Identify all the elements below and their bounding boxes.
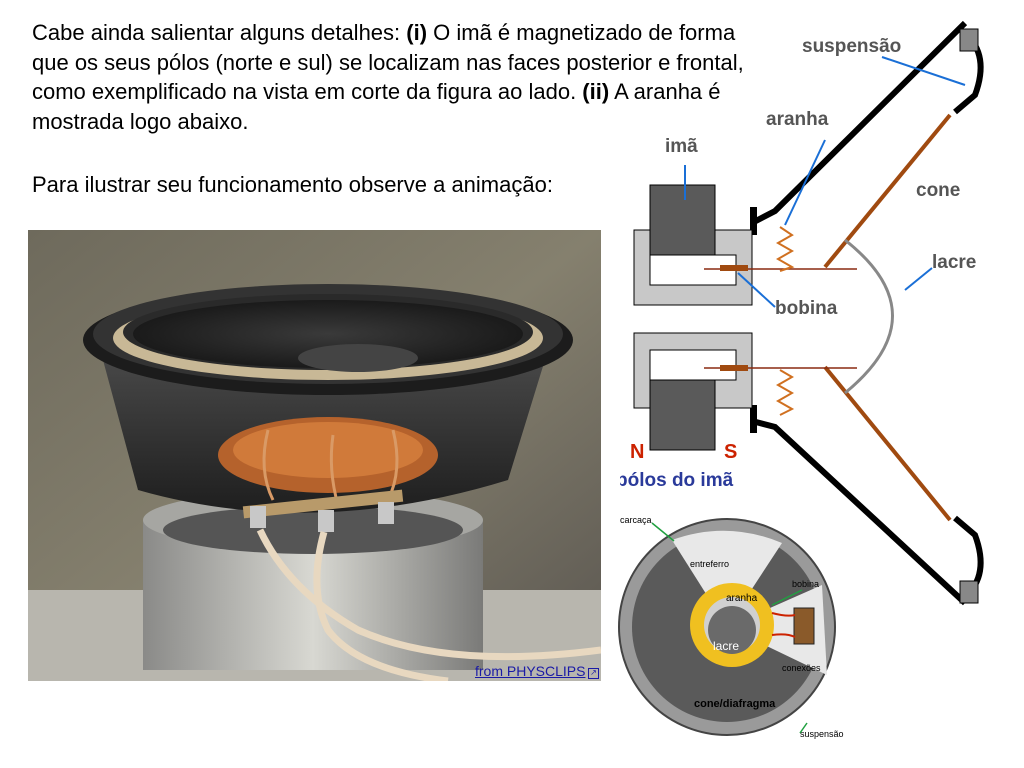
connector-block xyxy=(793,607,815,645)
cs-label-entreferro: entreferro xyxy=(690,559,729,569)
polos-caption: pólos do imã xyxy=(620,470,734,491)
pole-south-label: S xyxy=(724,441,737,463)
leader-aranha xyxy=(784,139,826,226)
suspension-block-top xyxy=(959,28,979,52)
magnet-top xyxy=(649,184,716,256)
speaker-cutaway-diagram: suspensão aranha imã cone lacre bobina N… xyxy=(620,20,984,606)
frame-post-top xyxy=(750,207,757,235)
magnet-bottom xyxy=(649,379,716,451)
marker-ii: (ii) xyxy=(582,79,610,104)
cs-label-conexoes: conexões xyxy=(782,663,821,673)
label-ima: imã xyxy=(665,136,698,157)
spider-top xyxy=(775,226,795,272)
pole-north-label: N xyxy=(630,441,644,463)
speaker-frame-top xyxy=(750,20,968,226)
paragraph-text-1: Cabe ainda salientar alguns detalhes: xyxy=(32,20,407,45)
marker-i: (i) xyxy=(406,20,428,45)
speaker-cross-section: carcaça entreferro bobina aranha lacre c… xyxy=(618,515,844,739)
body-paragraph: Cabe ainda salientar alguns detalhes: (i… xyxy=(32,18,752,136)
physclips-credit-link[interactable]: from PHYSCLIPS xyxy=(475,663,586,679)
cs-leader-suspensao xyxy=(799,722,808,734)
leader-suspensao xyxy=(881,56,966,86)
cs-label-lacre: lacre xyxy=(713,639,739,653)
cutaway-light-wedge xyxy=(672,530,782,627)
cs-label-cone: cone/diafragma xyxy=(694,698,776,710)
voice-coil-bottom xyxy=(720,365,748,371)
external-link-icon[interactable]: ↗ xyxy=(588,668,599,679)
dust-cap xyxy=(844,238,894,395)
label-cone: cone xyxy=(916,180,960,201)
label-bobina: bobina xyxy=(775,298,838,319)
leader-bobina xyxy=(737,272,776,308)
speaker-photo xyxy=(28,230,601,681)
paragraph-text-2: O imã é magnetizado de forma que os seus… xyxy=(32,20,744,104)
connector-wires xyxy=(771,612,796,638)
leader-lacre xyxy=(904,267,933,291)
animation-intro-text: Para ilustrar seu funcionamento observe … xyxy=(32,172,553,197)
cs-label-bobina: bobina xyxy=(792,579,819,589)
speaker-frame-bottom xyxy=(751,418,968,606)
label-aranha: aranha xyxy=(766,109,829,130)
spider-bottom xyxy=(775,369,795,416)
label-lacre: lacre xyxy=(932,252,976,273)
label-suspensao: suspensão xyxy=(802,36,901,57)
dust-cap-circle xyxy=(708,606,756,654)
paragraph-text-3: A aranha é mostrada logo abaixo. xyxy=(32,79,721,134)
cs-label-aranha: aranha xyxy=(726,593,758,604)
cs-label-carcaca: carcaça xyxy=(620,515,652,525)
cone-line-bottom xyxy=(823,365,952,522)
suspension-block-bottom xyxy=(959,580,979,604)
voice-coil-top xyxy=(720,265,748,271)
cs-label-suspensao: suspensão xyxy=(800,729,844,739)
frame-post-bottom xyxy=(750,405,757,433)
cs-leader-carcaca xyxy=(651,522,675,542)
cs-leader-bobina xyxy=(771,589,803,606)
